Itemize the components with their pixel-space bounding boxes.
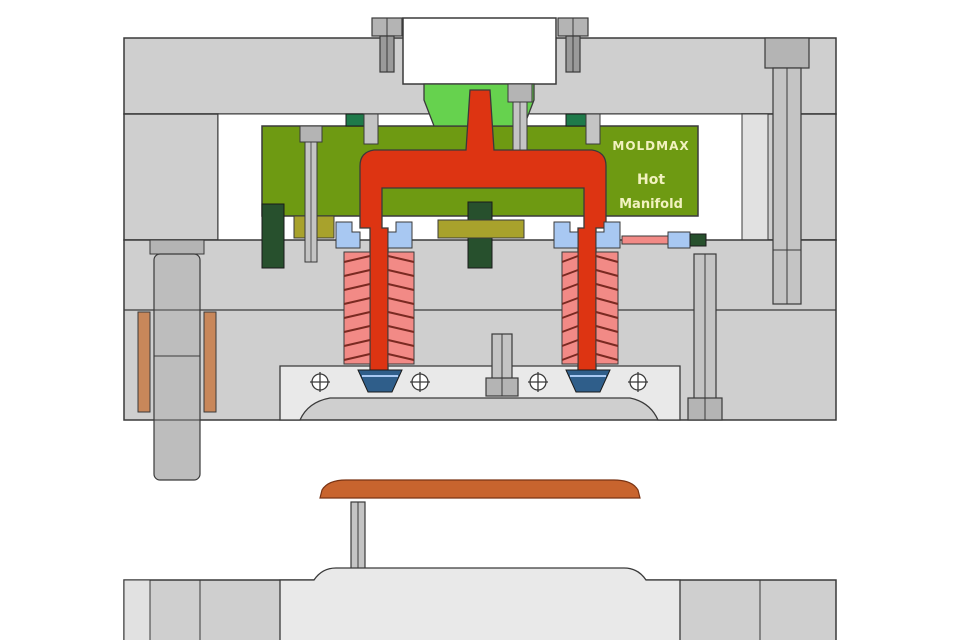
thermocouple-connector	[621, 231, 707, 249]
locating-ring-screw-left	[371, 17, 403, 73]
hot-nozzle-left	[335, 221, 415, 393]
manifold-plate-left	[123, 113, 219, 241]
manifold-label-line1: Hot	[637, 172, 665, 188]
manifold-pad-left	[261, 203, 285, 269]
molded-part	[319, 479, 641, 499]
core-insert	[279, 567, 681, 640]
guide-pin-left	[137, 239, 217, 481]
hot-nozzle-right	[553, 221, 621, 393]
manifold-screw-small-right	[585, 113, 601, 145]
locating-ring	[402, 17, 557, 85]
cavity-screw-right	[687, 253, 723, 421]
melt-channel	[359, 89, 607, 375]
spacer-center	[437, 219, 525, 239]
locating-ring-screw-right	[557, 17, 589, 73]
manifold-screw-center-right	[507, 83, 533, 151]
brand-label: MOLDMAX	[612, 139, 689, 153]
manifold-screw-small-left	[363, 113, 379, 145]
cooling-channel-symbols	[310, 372, 648, 392]
clamp-bolt-right	[764, 37, 810, 305]
manifold-label-line2: Manifold	[619, 197, 683, 212]
manifold-screw-left	[299, 125, 323, 263]
cavity-screw-center	[485, 333, 519, 397]
